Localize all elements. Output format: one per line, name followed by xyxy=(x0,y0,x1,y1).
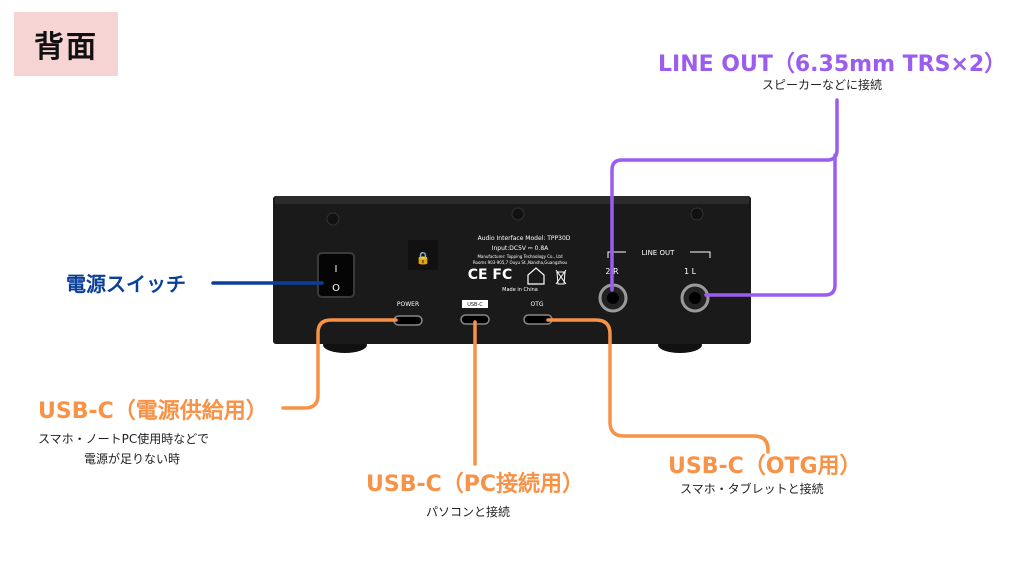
power-switch-title: 電源スイッチ xyxy=(66,272,186,296)
made-in-text: Made in China xyxy=(502,287,538,293)
power-switch[interactable] xyxy=(317,252,355,298)
port-otg-label: OTG xyxy=(530,301,543,308)
device-top-edge xyxy=(275,196,749,204)
usbc-label-box xyxy=(462,300,488,308)
home-icon xyxy=(527,267,545,285)
kensington-lock-slot xyxy=(408,240,438,270)
ce-fc-marks: CE FC xyxy=(468,267,513,283)
usbc-otg-title: USB-C（OTG用） xyxy=(668,454,862,479)
switch-off-mark: O xyxy=(332,283,340,294)
port-power-label: POWER xyxy=(397,301,419,308)
rear-panel-badge: 背面 xyxy=(14,12,118,76)
device-input-text: Input:DC5V ⎓ 0.8A xyxy=(492,245,549,252)
badge-text: 背面 xyxy=(34,30,98,65)
usbc-pc-desc: パソコンと接続 xyxy=(426,505,511,519)
usbc-pc-title: USB-C（PC接続用） xyxy=(366,472,585,497)
jack-l-label: 1 L xyxy=(684,267,697,276)
usbc-power-title: USB-C（電源供給用） xyxy=(38,399,268,424)
usbc-power-port[interactable] xyxy=(393,315,423,326)
weee-bin-icon xyxy=(555,269,567,285)
device-model-text: Audio Interface Model: TPP30D xyxy=(478,235,571,242)
device-address-text: Rooms 903-905,7 Ouyu St.,Nansha,Guangzho… xyxy=(473,260,568,265)
device-body xyxy=(273,196,751,344)
line-out-desc: スピーカーなどに接続 xyxy=(762,78,883,92)
port-usbc-label: USB-C xyxy=(467,302,483,308)
screw-icon xyxy=(690,207,704,221)
device-line-out-text: LINE OUT xyxy=(642,249,675,257)
usbc-power-desc-2: 電源が足りない時 xyxy=(84,452,181,466)
usbc-power-desc-1: スマホ・ノートPC使用時などで xyxy=(38,432,210,446)
usbc-otg-desc: スマホ・タブレットと接続 xyxy=(680,482,824,496)
switch-on-mark: I xyxy=(335,264,338,275)
screw-icon xyxy=(511,207,525,221)
usbc-otg-callout-line xyxy=(546,318,770,454)
line-out-bracket xyxy=(607,251,711,258)
line-out-title: LINE OUT（6.35mm TRS×2） xyxy=(658,52,1007,77)
screw-icon xyxy=(326,212,340,226)
jack-hole xyxy=(607,292,619,304)
lock-icon: 🔒 xyxy=(416,251,431,265)
device-manufacturer-text: Manufacturer: Topping Technology Co., Lt… xyxy=(477,254,563,259)
jack-hole xyxy=(689,292,701,304)
line-out-callout-line xyxy=(610,98,839,297)
usbc-power-callout-line xyxy=(281,318,398,410)
